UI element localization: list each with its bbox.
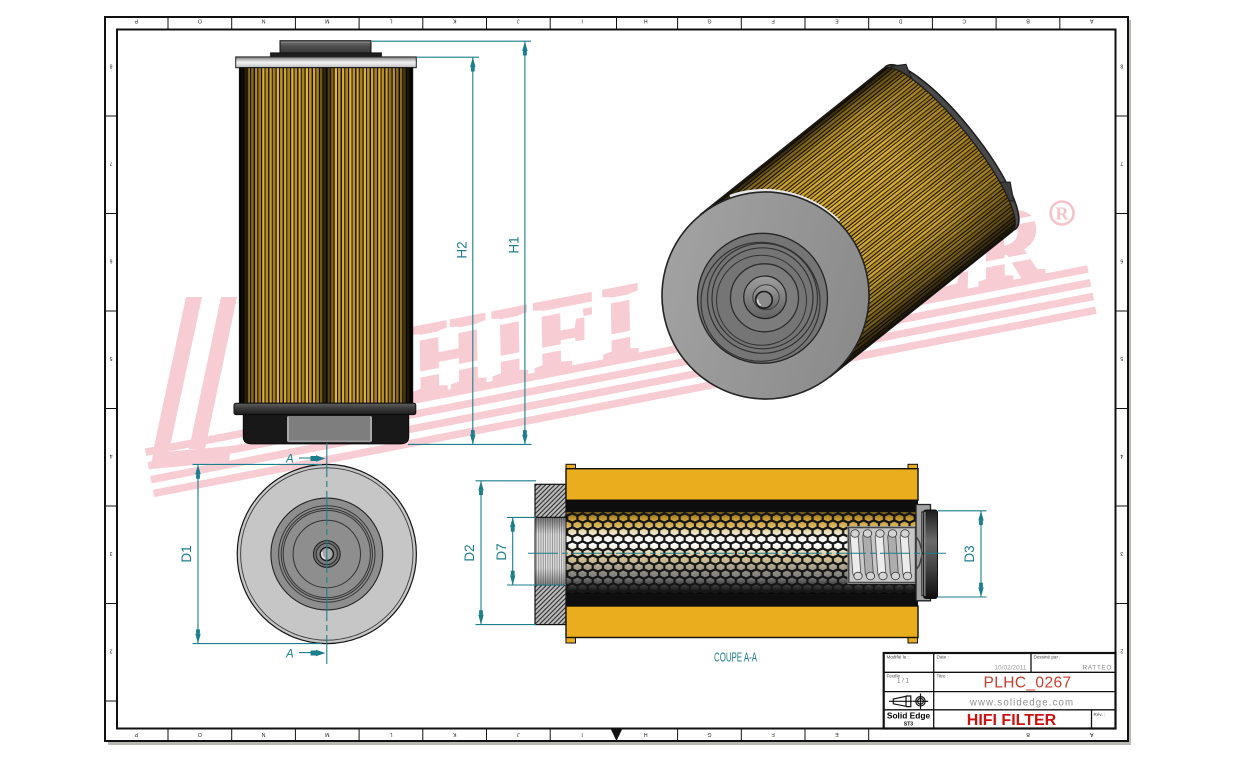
svg-text:L: L bbox=[389, 731, 392, 737]
svg-text:10/02/2011: 10/02/2011 bbox=[994, 665, 1026, 672]
svg-text:5: 5 bbox=[1120, 355, 1123, 361]
svg-text:4: 4 bbox=[1120, 453, 1123, 459]
svg-text:O: O bbox=[198, 731, 202, 737]
svg-text:H1: H1 bbox=[507, 236, 522, 253]
svg-text:M: M bbox=[325, 731, 329, 737]
svg-text:K: K bbox=[452, 17, 456, 23]
svg-text:Modifié le :: Modifié le : bbox=[887, 655, 909, 660]
svg-text:COUPE A-A: COUPE A-A bbox=[714, 650, 757, 665]
svg-text:A: A bbox=[285, 454, 294, 466]
svg-text:N: N bbox=[261, 731, 265, 737]
svg-text:A: A bbox=[1089, 17, 1093, 23]
svg-text:M: M bbox=[325, 17, 329, 23]
svg-text:5: 5 bbox=[109, 355, 112, 361]
svg-text:7: 7 bbox=[1120, 160, 1123, 166]
svg-text:D2: D2 bbox=[462, 544, 477, 561]
svg-text:3: 3 bbox=[109, 550, 112, 556]
svg-text:PLHC_0267: PLHC_0267 bbox=[983, 675, 1071, 692]
svg-text:7: 7 bbox=[109, 160, 112, 166]
svg-text:RATTEO: RATTEO bbox=[1083, 665, 1112, 672]
svg-text:C: C bbox=[962, 17, 966, 23]
svg-text:H: H bbox=[644, 17, 648, 23]
svg-text:ST3: ST3 bbox=[904, 722, 913, 728]
svg-text:Solid Edge: Solid Edge bbox=[887, 711, 931, 721]
svg-text:E: E bbox=[835, 17, 839, 23]
svg-text:6: 6 bbox=[109, 258, 112, 264]
svg-text:N: N bbox=[261, 17, 265, 23]
svg-text:F: F bbox=[772, 17, 775, 23]
svg-text:2: 2 bbox=[1120, 648, 1123, 654]
svg-text:G: G bbox=[707, 731, 711, 737]
svg-text:Date :: Date : bbox=[937, 655, 949, 660]
svg-text:HIFI FILTER: HIFI FILTER bbox=[967, 712, 1057, 729]
svg-text:1 / 1: 1 / 1 bbox=[897, 679, 909, 685]
svg-text:G: G bbox=[707, 17, 711, 23]
svg-text:D1: D1 bbox=[179, 545, 194, 562]
svg-text:4: 4 bbox=[109, 453, 112, 459]
svg-text:J: J bbox=[517, 17, 520, 23]
svg-text:I: I bbox=[581, 17, 582, 23]
svg-text:Feuille :: Feuille : bbox=[887, 674, 903, 679]
svg-text:D: D bbox=[898, 17, 902, 23]
svg-text:Rév. :: Rév. : bbox=[1094, 712, 1106, 717]
svg-text:L: L bbox=[389, 17, 392, 23]
svg-text:3: 3 bbox=[1120, 550, 1123, 556]
svg-text:A: A bbox=[1089, 731, 1093, 737]
svg-text:6: 6 bbox=[1120, 258, 1123, 264]
svg-text:8: 8 bbox=[109, 63, 112, 69]
svg-text:R: R bbox=[1056, 204, 1070, 224]
svg-text:Titre :: Titre : bbox=[937, 674, 949, 679]
svg-text:P: P bbox=[134, 17, 138, 23]
svg-text:D7: D7 bbox=[494, 543, 509, 560]
svg-text:P: P bbox=[134, 731, 138, 737]
svg-text:A: A bbox=[285, 649, 294, 661]
svg-text:D3: D3 bbox=[962, 545, 977, 562]
svg-text:B: B bbox=[1026, 731, 1030, 737]
svg-text:E: E bbox=[835, 731, 839, 737]
svg-text:2: 2 bbox=[109, 648, 112, 654]
svg-text:J: J bbox=[517, 731, 520, 737]
svg-text:I: I bbox=[581, 731, 582, 737]
svg-text:8: 8 bbox=[1120, 63, 1123, 69]
svg-text:H: H bbox=[644, 731, 648, 737]
svg-text:O: O bbox=[198, 17, 202, 23]
svg-text:K: K bbox=[452, 731, 456, 737]
svg-text:F: F bbox=[772, 731, 775, 737]
svg-text:www.solidedge.com: www.solidedge.com bbox=[969, 697, 1074, 708]
svg-text:B: B bbox=[1026, 17, 1030, 23]
svg-text:H2: H2 bbox=[455, 241, 470, 258]
svg-text:Dessiné par :: Dessiné par : bbox=[1034, 655, 1061, 660]
